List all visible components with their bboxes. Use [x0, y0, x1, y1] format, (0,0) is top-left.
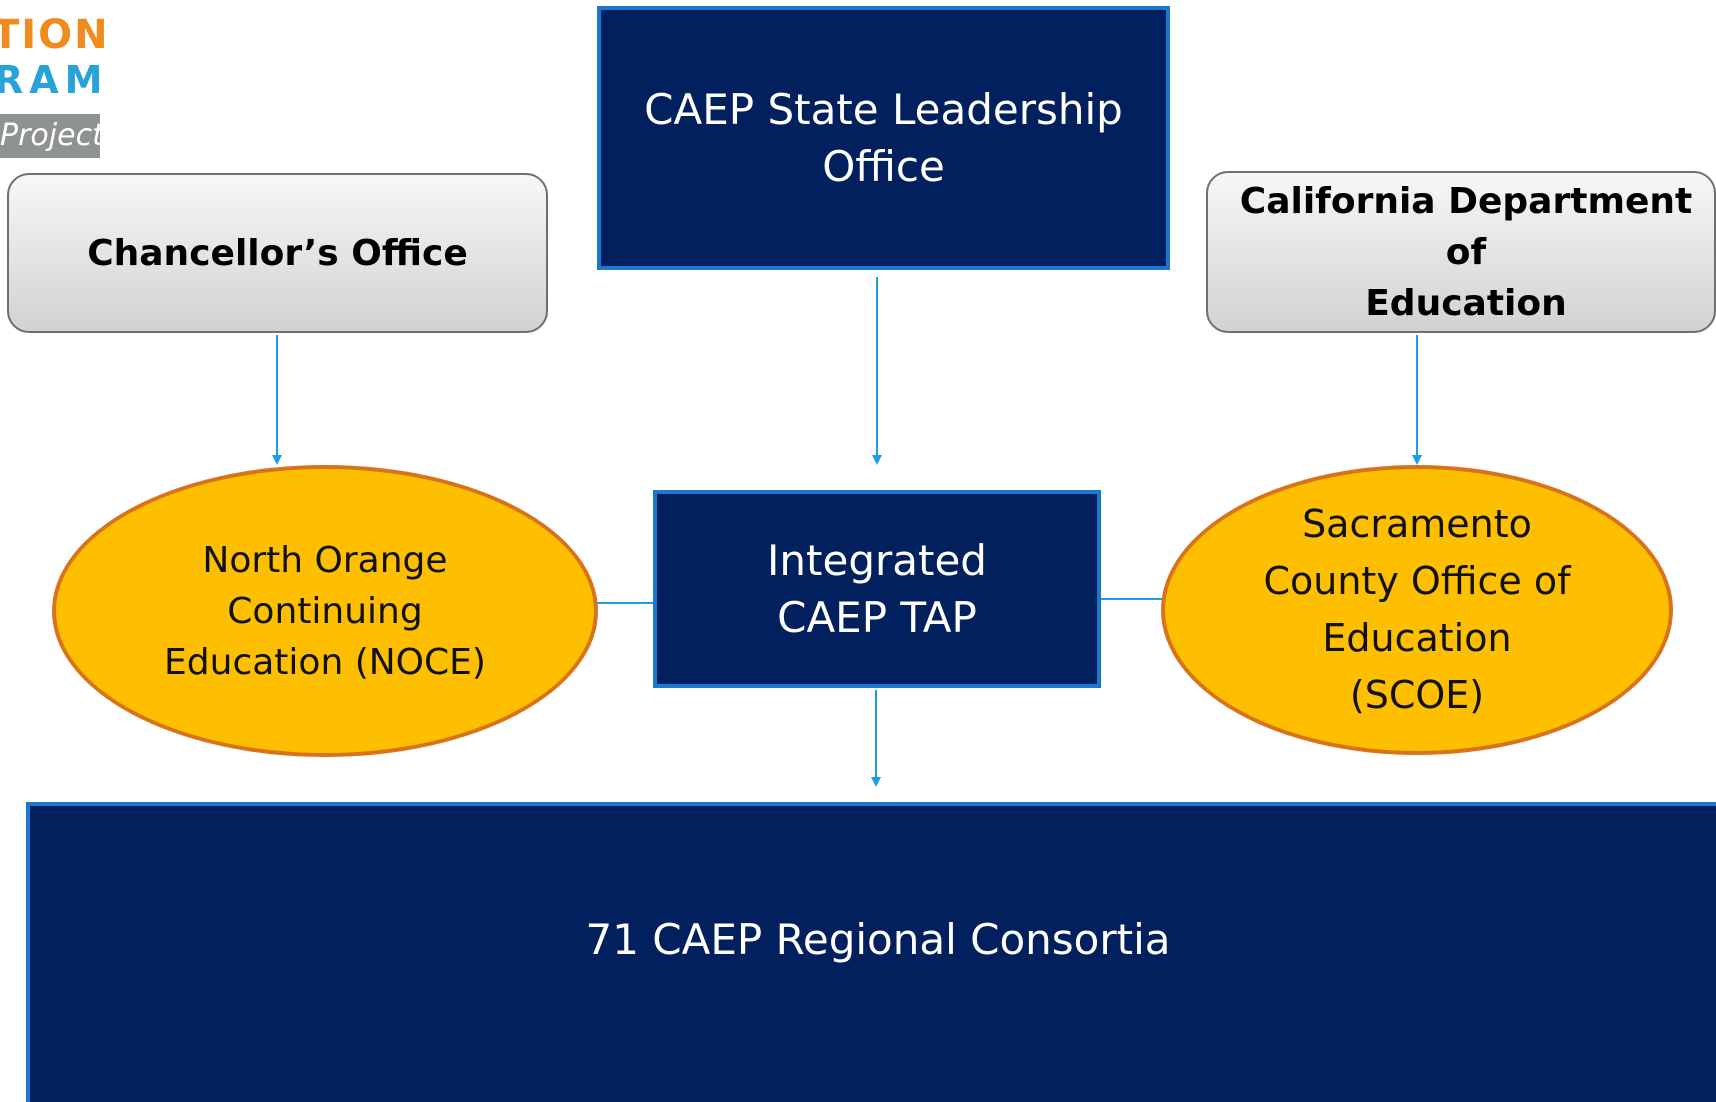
regional-consortia-node: 71 CAEP Regional Consortia: [26, 802, 1716, 1102]
noce-node: North Orange Continuing Education (NOCE): [52, 465, 598, 757]
logo-text-line2: RAM: [0, 58, 109, 102]
chancellors-office-node: Chancellor’s Office: [7, 173, 548, 333]
integrated-caep-tap-node: Integrated CAEP TAP: [653, 490, 1101, 688]
california-department-of-education-node: California Department of Education: [1206, 171, 1716, 333]
caep-state-leadership-office-node: CAEP State Leadership Office: [597, 6, 1170, 270]
logo-tag: Project: [0, 114, 100, 158]
logo-text-line1: TION: [0, 12, 110, 58]
scoe-node: Sacramento County Office of Education (S…: [1161, 465, 1673, 755]
